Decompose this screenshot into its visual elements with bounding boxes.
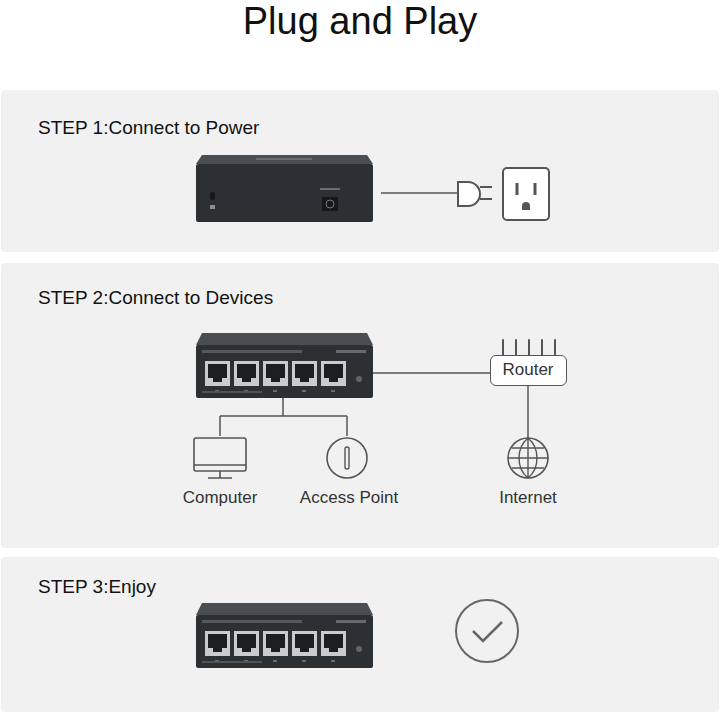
port-opening [295, 364, 314, 382]
step-heading: STEP 3:Enjoy [38, 576, 156, 598]
monitor-stand [194, 465, 246, 478]
port-frame [321, 631, 346, 656]
node-label: Internet [499, 487, 557, 509]
outlet-ground [522, 202, 530, 210]
port-opening [324, 364, 343, 382]
port-label [273, 390, 277, 392]
router-box: Router [490, 355, 567, 386]
step-panel: STEP 1:Connect to Power [1, 90, 719, 252]
brand-mark [256, 158, 312, 160]
outlet-slots [517, 183, 535, 195]
switch-top [196, 155, 373, 164]
device-node: Internet [495, 436, 561, 509]
step-heading: STEP 2:Connect to Devices [38, 287, 273, 309]
connector-line [527, 386, 529, 438]
panel-ground [1, 557, 719, 712]
port-opening [237, 364, 256, 382]
switch-body [196, 345, 373, 398]
outlet [503, 168, 549, 220]
power-led [356, 646, 362, 652]
step-heading: STEP 1:Connect to Power [38, 117, 259, 139]
port-opening [295, 634, 314, 652]
switch-front [196, 333, 373, 398]
plug-prongs [480, 187, 492, 199]
port-opening [208, 364, 227, 382]
check-circle [456, 600, 518, 662]
brand-strip [336, 620, 366, 623]
port-opening [237, 634, 256, 652]
port-frame [321, 361, 346, 386]
device-wires [220, 398, 347, 436]
port-frame [234, 631, 259, 656]
switch-body [196, 164, 373, 222]
brand-strip [336, 350, 366, 353]
switch-top [196, 333, 373, 345]
spec-strip [202, 661, 262, 663]
port-frame [263, 361, 288, 386]
panel-ground [1, 90, 719, 252]
port-label [302, 390, 306, 392]
port-label [331, 390, 335, 392]
port-opening [324, 634, 343, 652]
switch-body [196, 615, 373, 668]
port-frame [292, 631, 317, 656]
spec-strip [202, 391, 262, 393]
step-panel: STEP 3:Enjoy [1, 557, 719, 712]
label-strip [202, 620, 302, 623]
access-point [327, 438, 367, 478]
port-opening [266, 634, 285, 652]
port-frame [205, 361, 230, 386]
title: Plug and Play [0, 0, 720, 42]
port-frame [263, 631, 288, 656]
switch-front [196, 603, 373, 668]
node-label: Router [502, 356, 553, 384]
port-label [302, 660, 306, 662]
panel-ground [1, 263, 719, 548]
port-frame [292, 361, 317, 386]
uplink-wire [373, 372, 500, 374]
port-label [273, 660, 277, 662]
switch-top [196, 603, 373, 615]
power-cable [381, 192, 458, 194]
port-frame [205, 631, 230, 656]
dc-jack [322, 197, 338, 211]
globe [508, 438, 548, 478]
monitor [194, 438, 246, 471]
label-strip [202, 350, 302, 353]
switch-back [196, 155, 373, 222]
device-node: Computer [179, 436, 262, 509]
lock-icon [210, 205, 215, 209]
ap-led [345, 447, 349, 469]
device-node: Access Point [296, 436, 403, 509]
dc-pin [326, 200, 334, 208]
node-label: Access Point [300, 487, 398, 509]
lock-slot [210, 192, 215, 200]
rating-mark [320, 188, 340, 190]
check-mark [473, 622, 502, 641]
power-led [356, 376, 362, 382]
port-opening [208, 634, 227, 652]
port-opening [266, 364, 285, 382]
plug [458, 182, 480, 206]
node-label: Computer [183, 487, 258, 509]
step-panel: STEP 2:Connect to DevicesRouterComputer A… [1, 263, 719, 548]
port-frame [234, 361, 259, 386]
port-label [331, 660, 335, 662]
globe-lines [508, 438, 548, 478]
